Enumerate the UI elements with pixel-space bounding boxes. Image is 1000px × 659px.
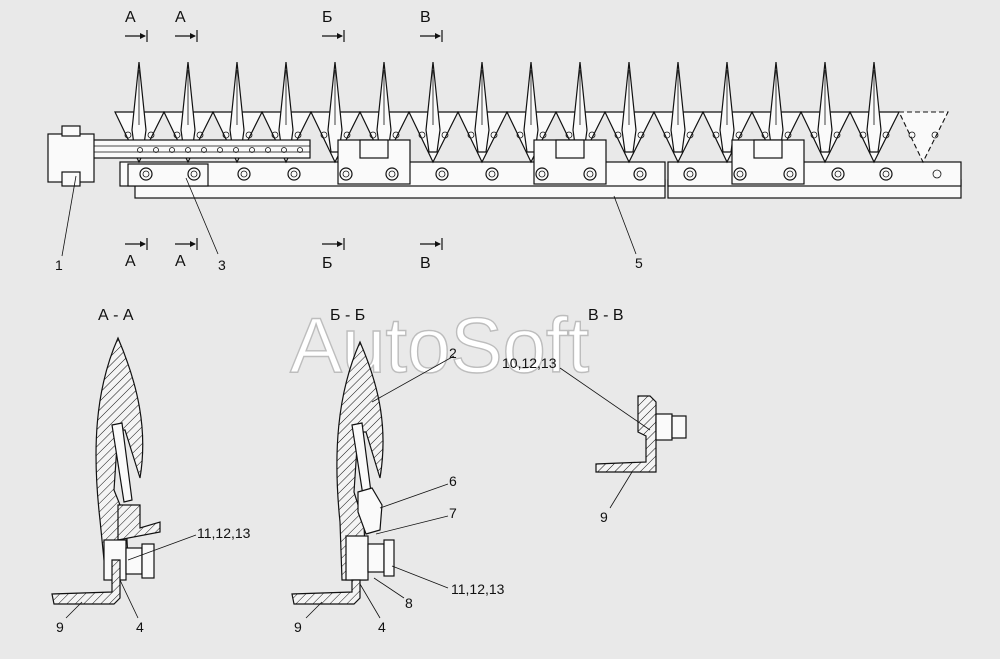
knife-section <box>898 111 949 164</box>
callout-vv-9: 9 <box>600 509 608 525</box>
section-mark-top-a2: А <box>175 9 186 26</box>
rivet <box>169 147 175 153</box>
knife-head-bottom <box>61 171 81 187</box>
knife-head-top <box>61 125 81 137</box>
section-title-aa: А - А <box>98 307 134 324</box>
section-mark-bottom-b: Б <box>322 255 333 272</box>
bolt <box>831 167 845 181</box>
watermark: AutoSoft <box>290 301 590 389</box>
section-aa: А - А 11,12,13 9 4 <box>51 307 251 635</box>
callout-aa-9: 9 <box>56 619 64 635</box>
bolt <box>287 167 301 181</box>
rivet <box>185 147 191 153</box>
rivet <box>201 147 207 153</box>
section-title-vv: В - В <box>588 307 624 324</box>
knife-rod <box>79 139 311 159</box>
rivet <box>281 147 287 153</box>
callout-bb-9: 9 <box>294 619 302 635</box>
bolt <box>879 167 893 181</box>
section-mark-top-b: Б <box>322 9 333 26</box>
section-mark-bottom-v: В <box>420 255 431 272</box>
rivet <box>233 147 239 153</box>
bolt <box>535 167 549 181</box>
section-bb: Б - Б 2 6 7 11,12,13 8 9 4 <box>291 307 505 635</box>
rivet <box>153 147 159 153</box>
callout-bb-6: 6 <box>449 473 457 489</box>
main-callouts: 1 3 5 <box>55 175 643 273</box>
callout-bb-2: 2 <box>449 345 457 361</box>
rivet <box>217 147 223 153</box>
rivet <box>137 147 143 153</box>
bolt <box>237 167 251 181</box>
section-title-bb: Б - Б <box>330 307 365 324</box>
bolt <box>683 167 697 181</box>
bolt-hole <box>932 169 942 179</box>
section-mark-top-v: В <box>420 9 431 26</box>
finger-bar-right <box>667 161 962 187</box>
rivet <box>297 147 303 153</box>
bolt <box>633 167 647 181</box>
callout-bb-8: 8 <box>405 595 413 611</box>
cutter-bar-assembly <box>47 61 962 199</box>
bolts <box>137 147 942 181</box>
bolt <box>435 167 449 181</box>
section-marks-bottom: А А Б В <box>125 238 443 272</box>
callout-aa-4: 4 <box>136 619 144 635</box>
callout-bb-11-12-13: 11,12,13 <box>451 581 505 597</box>
bolt <box>339 167 353 181</box>
bolt <box>733 167 747 181</box>
bolt <box>139 167 153 181</box>
rivet <box>265 147 271 153</box>
section-mark-bottom-a2: А <box>175 253 186 270</box>
callout-5: 5 <box>635 255 643 271</box>
callout-vv-10-12-13: 10,12,13 <box>502 355 557 371</box>
callout-3: 3 <box>218 257 226 273</box>
section-mark-bottom-a1: А <box>125 253 136 270</box>
bolt <box>485 167 499 181</box>
bolt <box>187 167 201 181</box>
bolt <box>385 167 399 181</box>
section-vv: В - В 10,12,13 9 <box>502 307 687 525</box>
bolt <box>583 167 597 181</box>
section-mark-top-a1: А <box>125 9 136 26</box>
knife-segments <box>114 61 949 164</box>
section-marks-top: А А Б В <box>125 9 443 42</box>
callout-bb-4: 4 <box>378 619 386 635</box>
callout-1: 1 <box>55 257 63 273</box>
bolt <box>783 167 797 181</box>
knife-holders <box>337 139 805 185</box>
callout-bb-7: 7 <box>449 505 457 521</box>
callout-aa-11-12-13: 11,12,13 <box>197 525 251 541</box>
rivet <box>249 147 255 153</box>
